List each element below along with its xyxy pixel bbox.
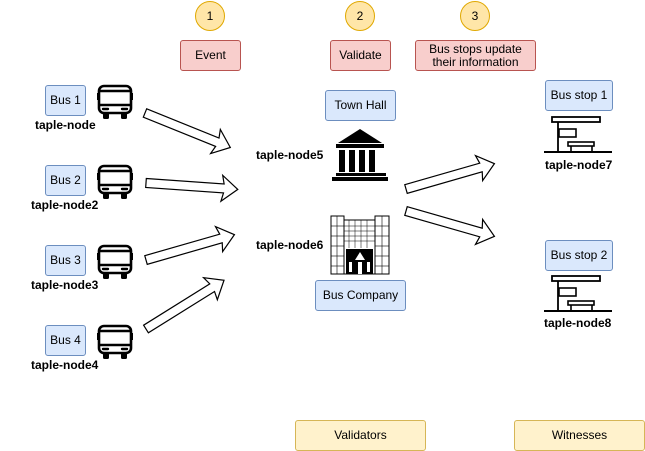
bus-1-box: Bus 1: [45, 85, 86, 116]
arrow-validators-to-stop2: [401, 197, 499, 250]
step-number-2: 2: [345, 1, 375, 31]
bus-company-box: Bus Company: [315, 280, 406, 311]
step-label-validate: Validate: [330, 40, 391, 71]
bus-2-node-label: taple-node2: [31, 198, 99, 212]
bus-icon: [95, 164, 135, 201]
bus-stop-1-box: Bus stop 1: [545, 80, 613, 111]
step-number-3: 3: [460, 1, 490, 31]
bus-stop-icon: [543, 116, 613, 153]
bus-stop-2-box: Bus stop 2: [545, 240, 613, 271]
bus-stop-2-node-label: taple-node8: [544, 316, 612, 330]
arrow-bus4-to-validators: [138, 268, 232, 341]
arrow-validators-to-stop1: [401, 150, 499, 203]
step-label-event: Event: [180, 40, 241, 71]
legend-validators: Validators: [295, 420, 426, 451]
bus-3-box: Bus 3: [45, 245, 86, 276]
town-hall-box: Town Hall: [325, 90, 396, 121]
office-building-icon: [330, 215, 390, 275]
arrow-bus1-to-validators: [139, 100, 236, 161]
bus-1-node-label: taple-node: [35, 118, 96, 132]
bus-2-box: Bus 2: [45, 165, 86, 196]
bus-icon: [95, 324, 135, 361]
bus-stop-icon: [543, 275, 613, 312]
bus-company-node-label: taple-node6: [256, 238, 324, 252]
bus-icon: [95, 84, 135, 121]
bus-3-node-label: taple-node3: [31, 278, 99, 292]
legend-witnesses: Witnesses: [514, 420, 645, 451]
arrow-bus3-to-validators: [141, 221, 239, 274]
step-label-update: Bus stops update their information: [415, 40, 536, 71]
bus-4-box: Bus 4: [45, 325, 86, 356]
step-number-1: 1: [195, 1, 225, 31]
town-hall-node-label: taple-node5: [256, 148, 324, 162]
bus-4-node-label: taple-node4: [31, 358, 99, 372]
bus-icon: [95, 244, 135, 281]
arrow-bus2-to-validators: [144, 169, 240, 203]
government-building-icon: [332, 129, 388, 181]
bus-stop-1-node-label: taple-node7: [545, 158, 613, 172]
